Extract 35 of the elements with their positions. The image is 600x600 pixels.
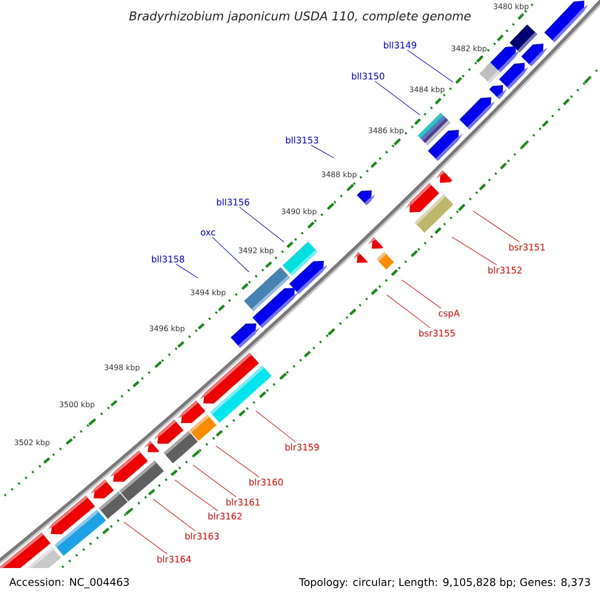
- leader-line: [124, 522, 168, 554]
- gene-label: blr3164: [157, 556, 191, 562]
- gene-label: bll3156: [217, 198, 250, 206]
- gene-label: bll3150: [352, 72, 384, 80]
- gene-label: bsr3155: [419, 330, 455, 336]
- gene-label: blr3162: [208, 512, 242, 520]
- gene-label: oxc: [200, 230, 216, 236]
- leader-line: [472, 210, 520, 242]
- leader-line: [452, 236, 497, 266]
- gene-label: blr3160: [249, 478, 283, 486]
- gene-label: bll3158: [152, 256, 184, 262]
- leader-line: [174, 480, 218, 512]
- leader-line: [192, 464, 236, 498]
- leader-line: [152, 498, 196, 532]
- leader-line: [386, 294, 430, 328]
- genome-info-label: Topology: circular; Length: 9,105,828 bp; Genes: 8,373: [299, 578, 590, 588]
- leader-line: [239, 206, 284, 242]
- gene-label: blr3152: [488, 266, 522, 274]
- gene-label: blr3161: [226, 498, 260, 506]
- leader-line: [407, 50, 454, 82]
- leader-line: [216, 446, 260, 478]
- leader-line: [212, 236, 250, 272]
- gene-label: bsr3151: [509, 244, 545, 250]
- leader-line: [256, 410, 296, 442]
- leader-line: [374, 80, 420, 116]
- gene-label: blr3159: [285, 444, 319, 450]
- gene-label: bll3149: [384, 42, 416, 48]
- leader-line: [176, 264, 198, 278]
- leader-line: [402, 280, 442, 308]
- leader-line: [310, 144, 334, 158]
- accession-label: Accession: NC_004463: [9, 578, 129, 588]
- gene-label: bll3153: [286, 136, 318, 144]
- gene-label: cspA: [438, 310, 460, 318]
- title: Bradyrhizobium japonicum USDA 110, complete genome: [129, 11, 471, 23]
- gene-label: blr3163: [185, 532, 219, 540]
